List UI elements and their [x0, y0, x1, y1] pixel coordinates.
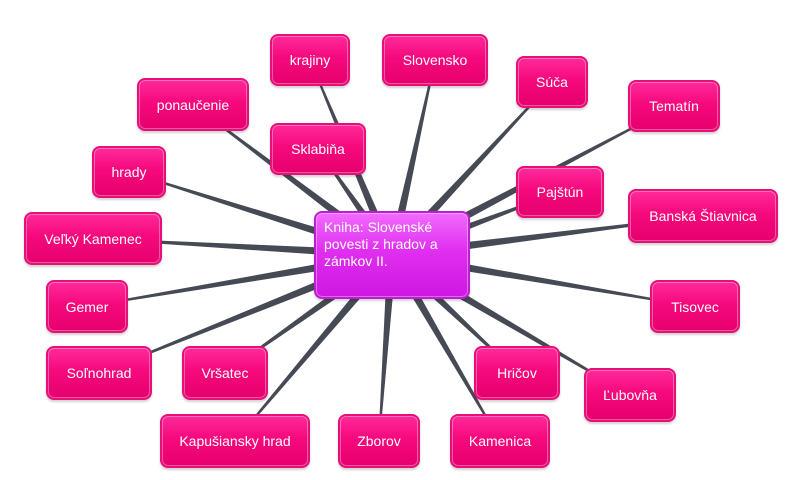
edge-kamenica: [388, 252, 501, 442]
node-slovensko[interactable]: Slovensko: [382, 34, 488, 86]
edge-kapusiansky: [234, 252, 396, 442]
node-ponaucenie[interactable]: ponaučenie: [137, 78, 249, 131]
node-tematin[interactable]: Tematín: [628, 80, 720, 132]
node-tisovec[interactable]: Tisovec: [650, 280, 740, 333]
node-banska[interactable]: Banská Štiavnica: [628, 189, 778, 243]
node-hricov[interactable]: Hričov: [474, 346, 560, 400]
node-kapusiansky[interactable]: Kapušiansky hrad: [160, 414, 310, 468]
node-lubovna[interactable]: Ľubovňa: [584, 368, 676, 422]
node-krajiny[interactable]: krajiny: [270, 34, 350, 86]
central-node[interactable]: Kniha: Slovenské povesti z hradov a zámk…: [314, 211, 470, 299]
node-sklabina[interactable]: Sklabiňa: [270, 123, 366, 175]
node-velky[interactable]: Veľký Kamenec: [24, 212, 162, 265]
node-solnohrad[interactable]: Soľnohrad: [46, 346, 152, 400]
edge-zborov: [378, 254, 397, 441]
node-hrady[interactable]: hrady: [92, 146, 166, 198]
node-pajstun[interactable]: Pajštún: [516, 166, 604, 218]
node-kamenica[interactable]: Kamenica: [450, 414, 550, 468]
node-gemer[interactable]: Gemer: [46, 280, 128, 333]
node-vrsatec[interactable]: Vršatec: [182, 346, 268, 400]
node-zborov[interactable]: Zborov: [338, 414, 420, 468]
edge-slovensko: [387, 59, 436, 256]
node-suca[interactable]: Súča: [516, 56, 588, 108]
